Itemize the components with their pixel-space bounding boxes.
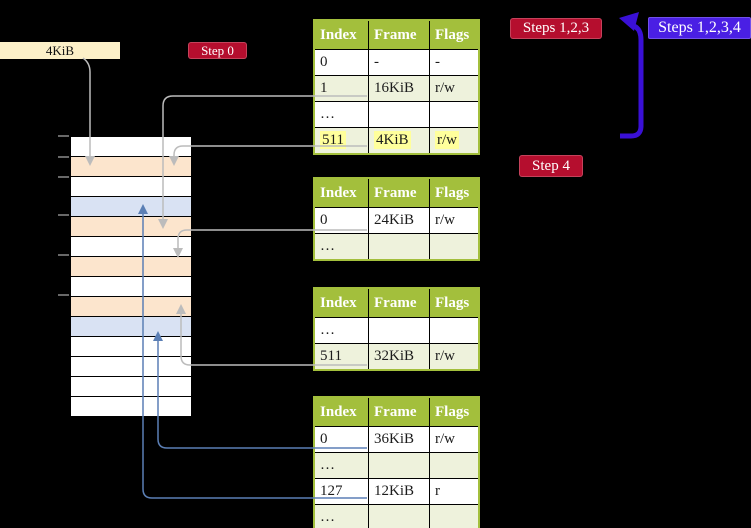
cell-frame	[369, 234, 430, 259]
table1-header: Index Frame Flags	[315, 21, 478, 50]
cell-flags	[430, 505, 478, 528]
cell-frame: -	[369, 50, 430, 75]
cell-flags: -	[435, 54, 440, 70]
cell-index: …	[315, 234, 369, 259]
cell-frame	[369, 505, 430, 528]
cell-frame	[369, 453, 430, 478]
memory-row-7	[71, 257, 191, 277]
cell-flags	[430, 102, 478, 127]
badge-step-4: Step 4	[519, 155, 583, 177]
highlighted-text: 511	[320, 131, 346, 149]
badge-steps-1234: Steps 1,2,3,4	[648, 17, 751, 39]
cell-flags: r/w	[435, 348, 455, 364]
page-table-2: Index Frame Flags 0 24KiB r/w …	[313, 177, 480, 261]
table1-row-ellipsis: …	[315, 102, 478, 128]
cell-frame: 12KiB	[369, 479, 430, 504]
table3-row-ellipsis: …	[315, 318, 478, 344]
memory-row-14	[71, 397, 191, 416]
cell-flags	[430, 453, 478, 478]
memory-row-2	[71, 157, 191, 177]
page-table-3: Index Frame Flags … 511 32KiB r/w	[313, 287, 480, 371]
memory-row-8	[71, 277, 191, 297]
cell-flags: r/w	[435, 431, 455, 447]
cell-index: …	[315, 318, 369, 343]
memory-address-ticks	[58, 135, 69, 296]
physical-memory-column	[70, 136, 192, 417]
table3-header: Index Frame Flags	[315, 289, 478, 318]
table4-row-0: 0 36KiB r/w	[315, 427, 478, 453]
arrowhead-steps-loop	[619, 12, 639, 31]
cell-frame	[369, 102, 430, 127]
cell-flags	[430, 318, 478, 343]
header-index: Index	[315, 21, 369, 49]
memory-row-11	[71, 337, 191, 357]
cell-frame: 24KiB	[369, 208, 430, 233]
badge-step-0: Step 0	[188, 42, 247, 59]
cell-index: 511	[315, 344, 369, 369]
table1-row-0: 0 - -	[315, 50, 478, 76]
cell-frame: 36KiB	[369, 427, 430, 452]
page-table-1: Index Frame Flags 0 - - 1 16KiB r/w … 51…	[313, 19, 480, 155]
cell-frame: 16KiB	[369, 76, 430, 101]
header-flags: Flags	[435, 404, 470, 420]
page-table-4: Index Frame Flags 0 36KiB r/w … 127 12Ki…	[313, 396, 480, 528]
header-frame: Frame	[369, 398, 430, 426]
memory-row-12	[71, 357, 191, 377]
table2-row-0: 0 24KiB r/w	[315, 208, 478, 234]
memory-row-10	[71, 317, 191, 337]
cell-flags: r	[435, 483, 440, 499]
cell-index: 0	[315, 427, 369, 452]
cell-flags: r/w	[435, 80, 455, 96]
cell-index: 0	[315, 50, 369, 75]
header-flags: Flags	[435, 185, 470, 201]
memory-row-5	[71, 217, 191, 237]
memory-row-9	[71, 297, 191, 317]
memory-row-3	[71, 177, 191, 197]
table2-row-ellipsis: …	[315, 234, 478, 259]
cell-index: 511	[315, 128, 369, 153]
arrow-steps-loop	[620, 23, 644, 139]
header-frame: Frame	[369, 179, 430, 207]
cell-flags	[430, 234, 478, 259]
table4-header: Index Frame Flags	[315, 398, 478, 427]
header-frame: Frame	[369, 289, 430, 317]
cell-index: 0	[315, 208, 369, 233]
table4-row-ellipsis-2: …	[315, 505, 478, 528]
cell-index: 127	[315, 479, 369, 504]
memory-row-13	[71, 377, 191, 397]
header-index: Index	[315, 179, 369, 207]
cell-index: …	[315, 505, 369, 528]
table2-header: Index Frame Flags	[315, 179, 478, 208]
header-flags: Flags	[435, 295, 470, 311]
header-index: Index	[315, 289, 369, 317]
table1-row-1: 1 16KiB r/w	[315, 76, 478, 102]
header-frame: Frame	[369, 21, 430, 49]
cell-frame: 4KiB	[369, 128, 430, 153]
header-index: Index	[315, 398, 369, 426]
cell-flags: r/w	[435, 212, 455, 228]
cell-flags: r/w	[430, 128, 478, 153]
cell-index: 1	[315, 76, 369, 101]
header-flags: Flags	[435, 27, 470, 43]
cell-frame	[369, 318, 430, 343]
table1-row-511-highlighted: 511 4KiB r/w	[315, 128, 478, 153]
frame-size-box: 4KiB	[0, 42, 120, 59]
badge-steps-123: Steps 1,2,3	[510, 18, 602, 39]
memory-row-4	[71, 197, 191, 217]
table4-row-ellipsis-1: …	[315, 453, 478, 479]
cell-index: …	[315, 102, 369, 127]
highlighted-text: r/w	[435, 131, 459, 149]
cell-index: …	[315, 453, 369, 478]
memory-row-1	[71, 137, 191, 157]
cell-frame: 32KiB	[369, 344, 430, 369]
table4-row-127: 127 12KiB r	[315, 479, 478, 505]
table3-row-511: 511 32KiB r/w	[315, 344, 478, 369]
memory-row-6	[71, 237, 191, 257]
highlighted-text: 4KiB	[374, 131, 411, 149]
